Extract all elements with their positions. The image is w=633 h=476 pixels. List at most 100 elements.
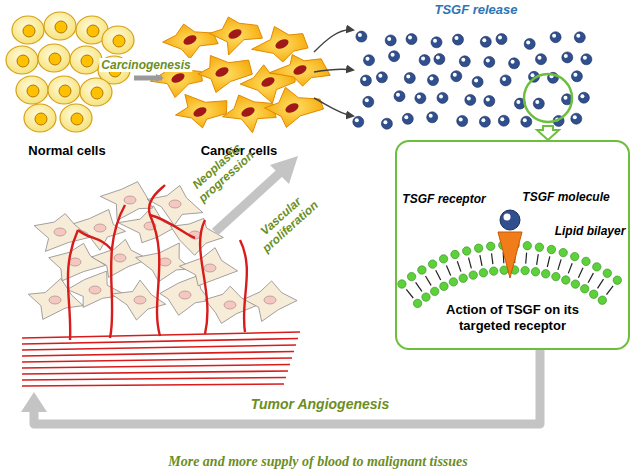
cell-nucleus (159, 258, 171, 266)
lipid-head (440, 282, 448, 290)
edge-label: Carcinogenesis (99, 58, 192, 72)
tsgf-particle (457, 116, 468, 127)
particle-highlight (580, 94, 584, 98)
cell-nucleus (179, 291, 191, 299)
blood-vessel (150, 215, 195, 238)
blood-vessel (149, 185, 165, 336)
tumor-cell (179, 248, 237, 286)
particle-highlight (455, 36, 459, 40)
cell-nucleus (274, 37, 290, 50)
particle-highlight (429, 114, 433, 118)
cell-nucleus (59, 85, 71, 97)
particle-highlight (482, 38, 486, 42)
particle-highlight (474, 78, 478, 82)
annotation-label: Lipid bilayer (555, 225, 626, 239)
normal-cell (48, 76, 80, 104)
particle-highlight (433, 39, 437, 43)
tsgf-particle (500, 75, 511, 86)
particle-highlight (408, 36, 412, 40)
normal-cells (6, 12, 134, 132)
lipid-tail (436, 270, 441, 280)
connector-line (314, 69, 353, 72)
lipid-head (413, 299, 421, 307)
connector-line (314, 30, 353, 52)
tsgf-particle (360, 75, 371, 86)
lipid-head (479, 269, 487, 277)
normal-cell (70, 46, 102, 74)
particle-highlight (486, 98, 490, 102)
particle-highlight (406, 75, 410, 79)
lipid-tail (607, 286, 614, 295)
particle-highlight (355, 118, 359, 122)
particle-highlight (583, 56, 587, 60)
lipid-head (422, 293, 430, 301)
lipid-head (535, 243, 543, 251)
molecule-highlight (504, 214, 511, 221)
tsgf-particle (404, 73, 415, 84)
lipid-head (490, 267, 498, 275)
tsgf-particle (453, 34, 464, 45)
particle-highlight (535, 100, 539, 104)
particle-highlight (576, 34, 580, 38)
cell-nucleus (71, 113, 83, 125)
lipid-head (571, 252, 579, 260)
particle-highlight (404, 115, 408, 119)
blood-vessel (68, 230, 78, 340)
cell-nucleus (182, 33, 198, 46)
cell-nucleus (284, 101, 300, 114)
angiogenesis-arrow (34, 350, 540, 424)
particle-highlight (481, 118, 485, 122)
lipid-tail (598, 279, 604, 288)
cell-nucleus (69, 258, 81, 266)
tsgf-particle (480, 36, 491, 47)
cancer-cell (163, 24, 219, 59)
lipid-tail (525, 253, 527, 264)
particle-highlight (523, 118, 527, 122)
cancer-cell (176, 94, 227, 128)
cell-nucleus (27, 85, 39, 97)
particle-highlight (564, 54, 568, 58)
particle-highlight (552, 34, 556, 38)
lipid-head (552, 272, 560, 280)
cell-nucleus (124, 196, 136, 204)
tsgf-particle (394, 91, 405, 102)
cell-nucleus (54, 228, 66, 236)
tumor-cell (100, 182, 152, 221)
tsgf-particle (571, 113, 582, 124)
particle-highlight (365, 98, 369, 102)
particle-highlight (538, 56, 542, 60)
lipid-tail (492, 253, 493, 264)
cell-nucleus (91, 87, 103, 99)
connector (537, 126, 559, 140)
tissue-stripe (22, 371, 288, 374)
tissue-stripe (22, 358, 292, 362)
lipid-head (474, 244, 482, 252)
normal-cell (102, 26, 134, 54)
cell-nucleus (49, 53, 61, 65)
lipid-head (428, 260, 436, 268)
tumor-cell (67, 271, 125, 307)
connector (134, 78, 162, 79)
tsgf-particle (451, 71, 462, 82)
annotation-label: Tumor Angiogenesis (251, 396, 389, 412)
highlight-circle (524, 74, 572, 122)
tsgf-particle (356, 31, 367, 42)
cell-nucleus (17, 55, 29, 67)
tsgf-particle (353, 116, 364, 127)
lipid-head (590, 290, 598, 298)
cell-nucleus (81, 55, 93, 67)
lipid-tail (537, 254, 539, 265)
particle-highlight (502, 77, 506, 81)
lipid-tail (426, 276, 432, 285)
lipid-head (582, 257, 590, 265)
particle-highlight (511, 60, 515, 64)
tsgf-particle (472, 76, 483, 87)
lipid-head (531, 268, 539, 276)
lipid-head (459, 274, 467, 282)
figure-caption: Normal cells (28, 143, 105, 158)
tsgf-particle (419, 55, 430, 66)
lipid-head (547, 245, 555, 253)
lipid-tail (457, 261, 461, 271)
normal-cell (44, 12, 76, 40)
particle-highlight (436, 56, 440, 60)
